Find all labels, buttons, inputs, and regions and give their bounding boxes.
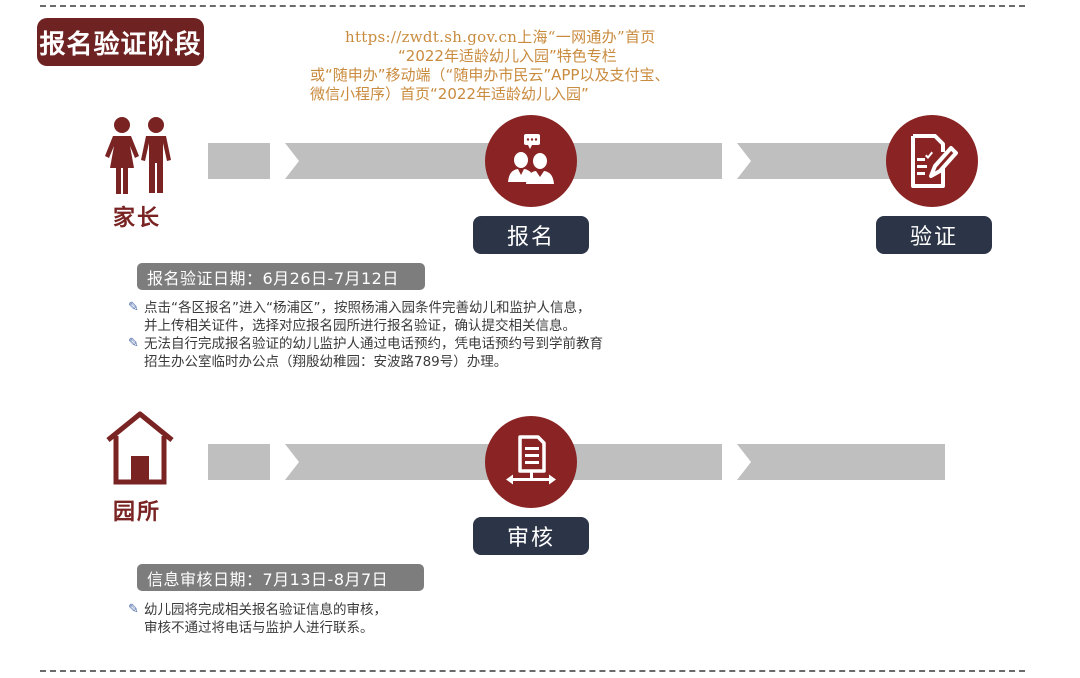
note-item: 并上传相关证件，选择对应报名园所进行报名验证，确认提交相关信息。 bbox=[128, 317, 603, 335]
note-line: 并上传相关证件，选择对应报名园所进行报名验证，确认提交相关信息。 bbox=[144, 318, 576, 334]
parents-icon bbox=[104, 116, 176, 194]
note-line: 点击“各区报名”进入“杨浦区”，按照杨浦入园条件完善幼儿和监护人信息， bbox=[144, 300, 591, 316]
parent-notes: ✎ 点击“各区报名”进入“杨浦区”，按照杨浦入园条件完善幼儿和监护人信息， 并上… bbox=[128, 299, 603, 371]
pen-icon: ✎ bbox=[128, 602, 139, 617]
stage-title: 报名验证阶段 bbox=[37, 18, 204, 66]
step-review-node bbox=[485, 416, 577, 508]
url-line[interactable]: https://zwdt.sh.gov.cn上海“一网通办”首页 bbox=[345, 28, 656, 46]
people-chat-icon bbox=[508, 134, 554, 184]
url-line: “2022年适龄幼儿入园”特色专栏 bbox=[398, 47, 617, 65]
note-line: 无法自行完成报名验证的幼儿监护人通过电话预约，凭电话预约号到学前教育 bbox=[144, 336, 603, 352]
note-item: 审核不通过将电话与监护人进行联系。 bbox=[128, 619, 387, 637]
document-sign-icon bbox=[911, 134, 958, 188]
note-line: 招生办公室临时办公点（翔殷幼稚园：安波路789号）办理。 bbox=[144, 354, 508, 370]
actor-label-parent: 家长 bbox=[113, 206, 162, 231]
url-line: 或“随申办”移动端（“随申办市民云”APP以及支付宝、 bbox=[310, 66, 670, 84]
flow-bar-segment bbox=[208, 143, 270, 179]
flow-bar-segment bbox=[208, 444, 270, 480]
review-date-badge: 信息审核日期：7月13日-8月7日 bbox=[137, 564, 424, 591]
note-item: 招生办公室临时办公点（翔殷幼稚园：安波路789号）办理。 bbox=[128, 353, 603, 371]
actor-label-school: 园所 bbox=[113, 500, 162, 525]
document-review-icon bbox=[506, 435, 556, 485]
signup-date-badge: 报名验证日期：6月26日-7月12日 bbox=[137, 263, 425, 290]
note-item: ✎ 幼儿园将完成相关报名验证信息的审核， bbox=[128, 601, 387, 619]
top-dashed-divider bbox=[40, 5, 1025, 7]
bottom-dashed-divider bbox=[40, 670, 1025, 672]
step-signup-node bbox=[485, 115, 577, 207]
flow-chevron-segment bbox=[737, 444, 945, 480]
access-instructions: https://zwdt.sh.gov.cn上海“一网通办”首页 “2022年适… bbox=[310, 28, 770, 104]
note-line: 幼儿园将完成相关报名验证信息的审核， bbox=[144, 602, 387, 618]
school-notes: ✎ 幼儿园将完成相关报名验证信息的审核， 审核不通过将电话与监护人进行联系。 bbox=[128, 601, 387, 637]
step-verify-node bbox=[886, 115, 978, 207]
url-line: 微信小程序）首页“2022年适龄幼儿入园” bbox=[310, 85, 589, 103]
pen-icon: ✎ bbox=[128, 300, 139, 315]
pen-icon: ✎ bbox=[128, 336, 139, 351]
step-review-button[interactable]: 审核 bbox=[473, 517, 589, 555]
step-signup-button[interactable]: 报名 bbox=[473, 216, 589, 254]
note-item: ✎ 点击“各区报名”进入“杨浦区”，按照杨浦入园条件完善幼儿和监护人信息， bbox=[128, 299, 603, 317]
step-verify-button[interactable]: 验证 bbox=[876, 216, 992, 254]
house-icon bbox=[104, 410, 176, 486]
note-item: ✎ 无法自行完成报名验证的幼儿监护人通过电话预约，凭电话预约号到学前教育 bbox=[128, 335, 603, 353]
note-line: 审核不通过将电话与监护人进行联系。 bbox=[144, 620, 374, 636]
